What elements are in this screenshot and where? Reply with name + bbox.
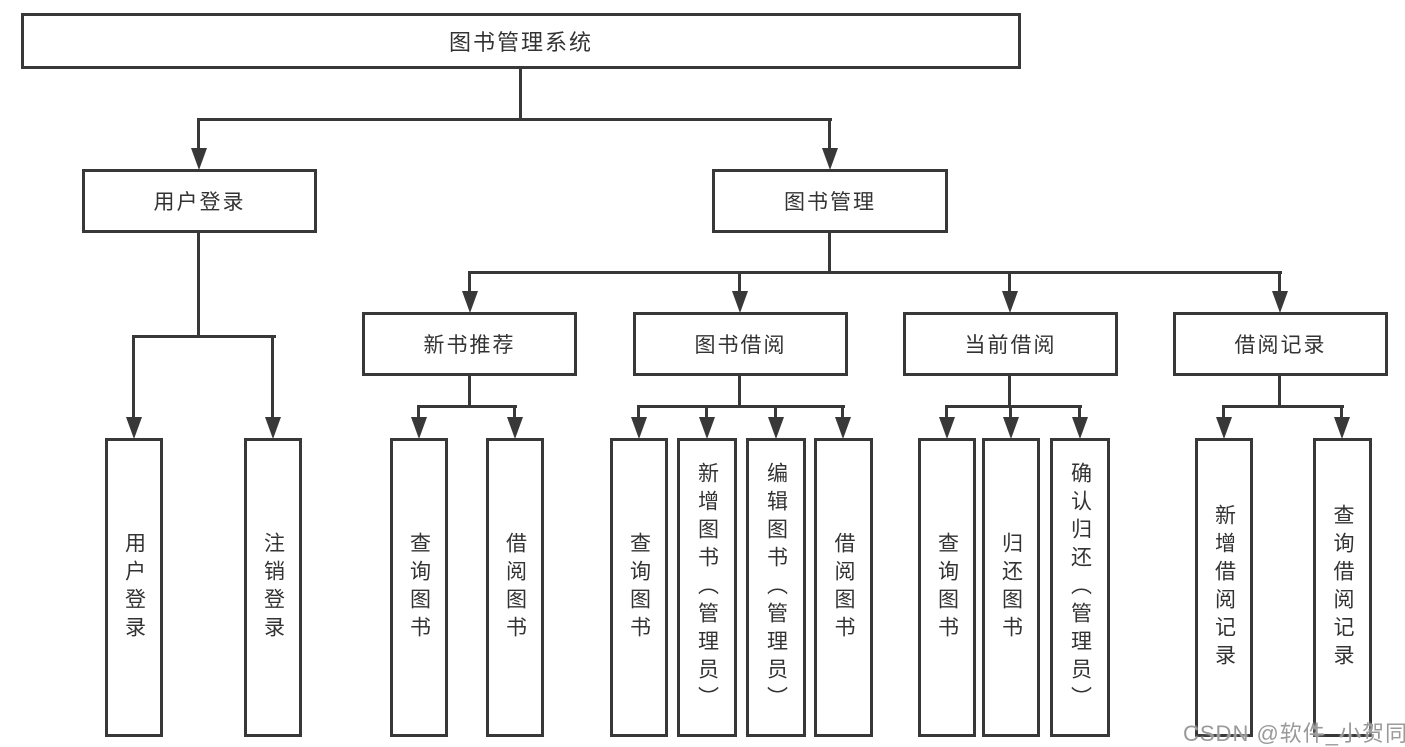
arrowhead-ul-logout <box>265 417 281 439</box>
connector-root-stem <box>519 68 522 120</box>
connector-current-borrow-branch <box>945 405 1082 408</box>
connector-user-login-branch <box>133 335 276 338</box>
node-book-borrow: 图书借阅 <box>633 312 848 376</box>
connector-to-new-book-rec <box>468 271 471 293</box>
csdn-watermark: CSDN @软件_小贺同学 <box>1183 721 1405 746</box>
arrowhead-cb-confirm <box>1072 417 1088 439</box>
node-bb-query: 查询图书 <box>610 438 668 737</box>
node-cb-query: 查询图书 <box>918 438 976 737</box>
arrowhead-br-add <box>1216 417 1232 439</box>
connector-book-mgmt-stem <box>828 232 831 273</box>
connector-to-cb-return <box>1009 405 1012 419</box>
arrowhead-user-login <box>191 148 207 170</box>
node-br-add: 新增借阅记录 <box>1195 438 1253 737</box>
connector-borrow-records-branch <box>1222 405 1344 408</box>
arrowhead-new-book-rec <box>462 291 478 313</box>
node-user-login: 用户登录 <box>82 169 317 233</box>
connector-to-borrow-records <box>1278 271 1281 293</box>
connector-to-book-mgmt <box>828 118 831 150</box>
connector-to-nbr-query <box>417 405 420 419</box>
connector-to-book-borrow <box>738 271 741 293</box>
connector-to-nbr-borrow <box>513 405 516 419</box>
connector-to-br-query <box>1340 405 1343 419</box>
connector-book-borrow-branch <box>637 405 845 408</box>
connector-to-bb-add <box>705 405 708 419</box>
node-cb-return: 归还图书 <box>982 438 1040 737</box>
node-nbr-query: 查询图书 <box>390 438 448 737</box>
connector-book-borrow-stem <box>738 374 741 407</box>
node-br-query: 查询借阅记录 <box>1313 438 1372 737</box>
connector-to-bb-borrow <box>841 405 844 419</box>
node-borrow-records: 借阅记录 <box>1173 312 1388 376</box>
connector-book-mgmt-branch <box>469 271 1282 274</box>
arrowhead-current-borrow <box>1002 291 1018 313</box>
node-book-mgmt: 图书管理 <box>712 169 948 233</box>
connector-to-br-add <box>1222 405 1225 419</box>
arrowhead-cb-return <box>1003 417 1019 439</box>
connector-current-borrow-stem <box>1008 374 1011 407</box>
connector-new-book-rec-stem <box>468 374 471 407</box>
arrowhead-bb-edit <box>768 417 784 439</box>
arrowhead-br-query <box>1334 417 1350 439</box>
node-ul-logout: 注销登录 <box>244 438 302 737</box>
arrowhead-nbr-query <box>411 417 427 439</box>
connector-to-ul-logout <box>271 335 274 419</box>
arrowhead-book-mgmt <box>822 148 838 170</box>
arrowhead-bb-borrow <box>835 417 851 439</box>
node-nbr-borrow: 借阅图书 <box>486 438 544 737</box>
arrowhead-bb-add <box>699 417 715 439</box>
connector-root-branch <box>198 118 832 121</box>
connector-to-ul-login <box>132 335 135 419</box>
connector-to-current-borrow <box>1008 271 1011 293</box>
arrowhead-book-borrow <box>732 291 748 313</box>
node-bb-add: 新增图书（管理员） <box>677 438 737 737</box>
node-bb-edit: 编辑图书（管理员） <box>746 438 806 737</box>
arrowhead-nbr-borrow <box>507 417 523 439</box>
connector-to-bb-edit <box>774 405 777 419</box>
connector-new-book-rec-branch <box>417 405 517 408</box>
node-new-book-rec: 新书推荐 <box>362 312 577 376</box>
arrowhead-ul-login <box>126 417 142 439</box>
arrowhead-borrow-records <box>1272 291 1288 313</box>
connector-to-user-login <box>197 118 200 150</box>
node-cb-confirm: 确认归还（管理员） <box>1050 438 1110 737</box>
connector-to-cb-query <box>945 405 948 419</box>
node-ul-login: 用户登录 <box>105 438 163 737</box>
arrowhead-bb-query <box>631 417 647 439</box>
arrowhead-cb-query <box>939 417 955 439</box>
connector-borrow-records-stem <box>1278 374 1281 407</box>
node-bb-borrow: 借阅图书 <box>814 438 873 737</box>
connector-to-bb-query <box>637 405 640 419</box>
connector-user-login-stem <box>197 231 200 337</box>
node-root: 图书管理系统 <box>21 13 1021 69</box>
node-current-borrow: 当前借阅 <box>903 312 1118 376</box>
connector-to-cb-confirm <box>1078 405 1081 419</box>
